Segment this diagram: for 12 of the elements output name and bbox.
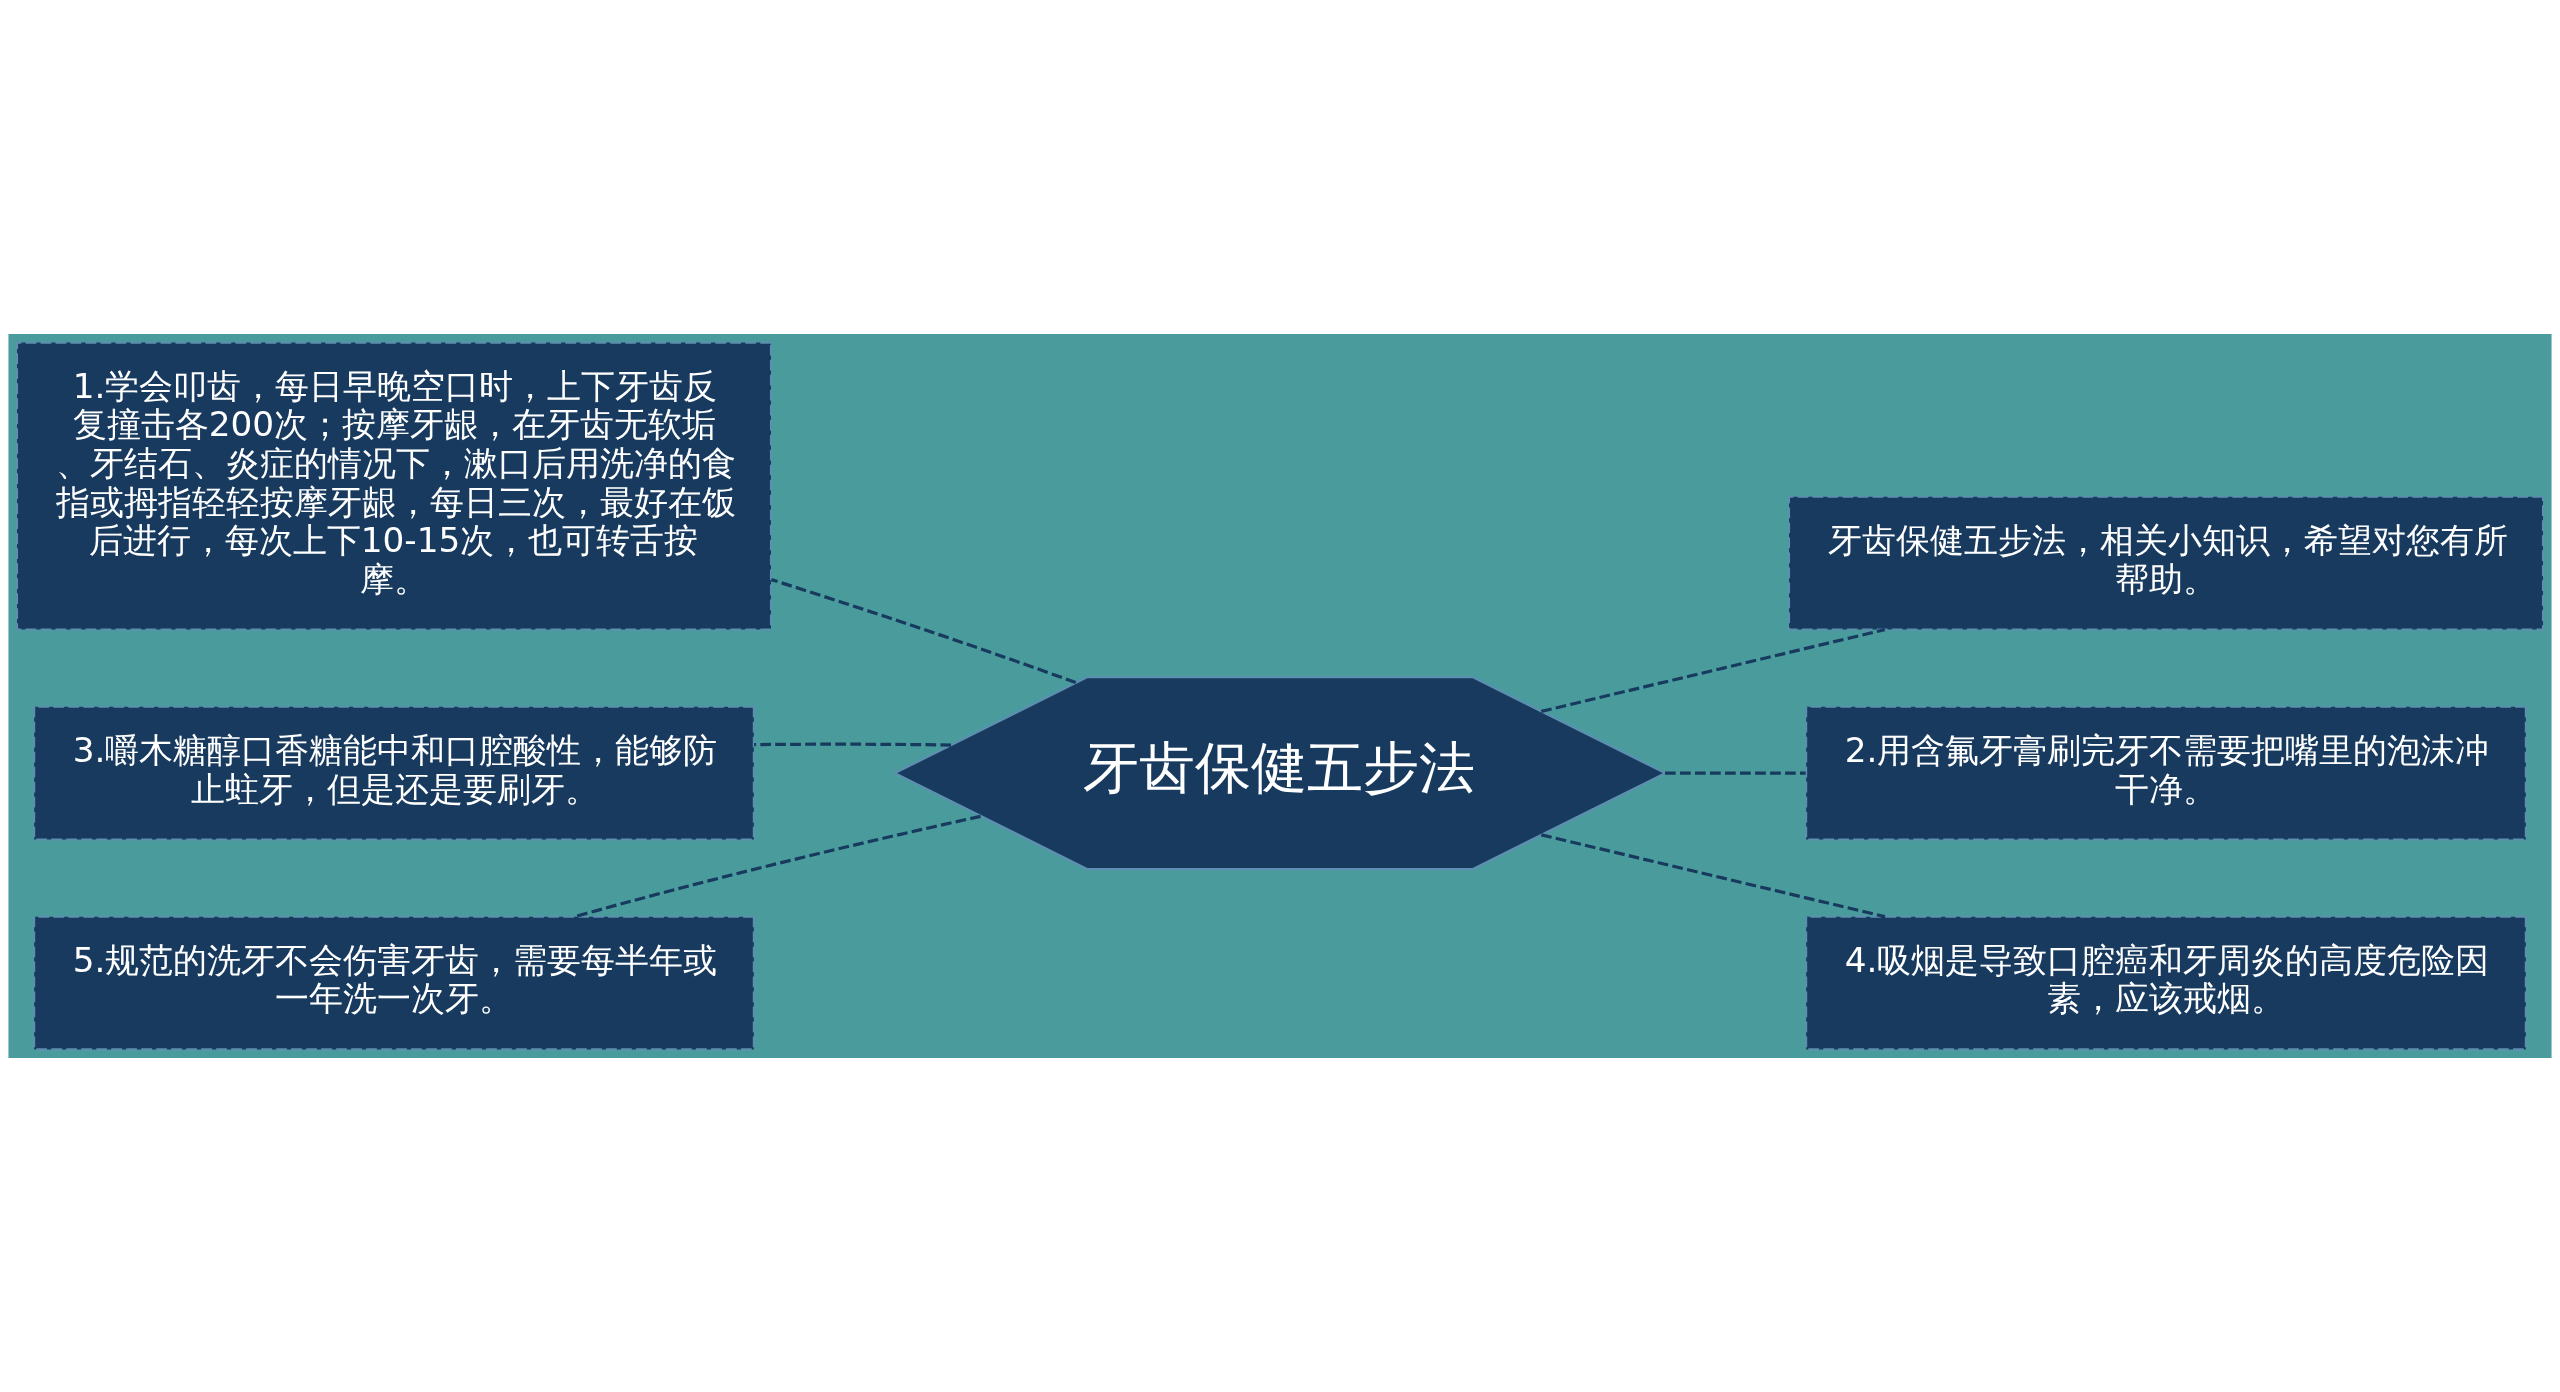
node-box: 5.规范的洗牙不会伤害牙齿，需要每半年或一年洗一次牙。 [33, 915, 755, 1051]
connector [1665, 771, 1806, 775]
connector [575, 814, 981, 919]
node-box: 2.用含氟牙膏刷完牙不需要把嘴里的泡沫冲干净。 [1805, 705, 2527, 841]
node-box: 1.学会叩齿，每日早晚空口时，上下牙齿反复撞击各200次；按摩牙龈，在牙齿无软垢、牙结石、炎症的情况下，漱口后用洗净的食指或拇指轻轻按摩牙龈，每日三次，最好在饭后进行，每次上下10-15次，也可转舌按摩。 [15, 341, 773, 631]
node-box: 牙齿保健五步法，相关小知识，希望对您有所帮助。 [1787, 495, 2545, 631]
connector [754, 742, 952, 747]
connector [1540, 833, 1886, 919]
node-box: 3.嚼木糖醇口香糖能中和口腔酸性，能够防止蛀牙，但是还是要刷牙。 [33, 705, 755, 841]
connector [1540, 628, 1886, 713]
connector [770, 578, 1077, 685]
node-box: 4.吸烟是导致口腔癌和牙周炎的高度危险因素，应该戒烟。 [1805, 915, 2527, 1051]
